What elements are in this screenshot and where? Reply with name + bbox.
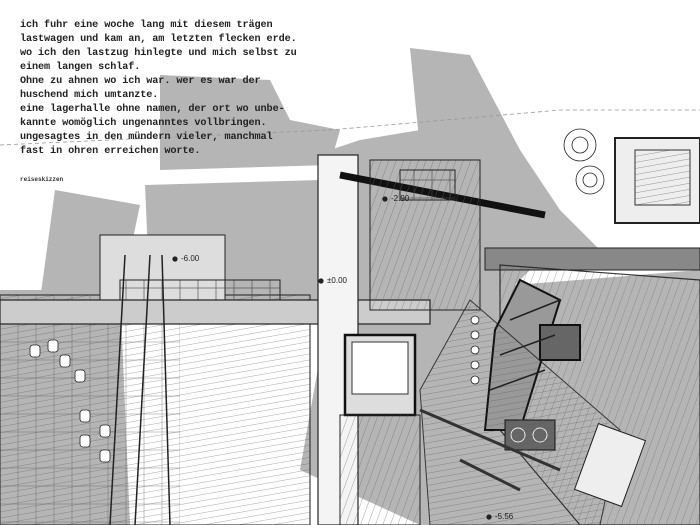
poem-line: fast in ohren erreichen worte. <box>20 146 201 157</box>
dashed-line <box>0 109 700 146</box>
level-marker-icon <box>172 256 178 262</box>
tree-icon <box>563 128 605 195</box>
poem-line: eine lagerhalle ohne namen, der ort wo u… <box>20 104 285 115</box>
level-marker-icon <box>318 278 324 284</box>
level-marker: ±0.00 <box>318 276 347 286</box>
poem-line: ungesagtes in den mündern vieler, manchm… <box>20 132 273 143</box>
poem-line: Ohne zu ahnen wo ich war. wer es war der <box>20 76 261 87</box>
level-marker-icon <box>486 514 492 520</box>
level-value: -6.00 <box>181 254 200 263</box>
poem-line: ich fuhr eine woche lang mit diesem träg… <box>20 20 273 31</box>
level-marker-icon <box>382 196 388 202</box>
poem-line: huschend mich umtanzte. <box>20 90 159 101</box>
level-value: -5.56 <box>495 512 514 521</box>
level-marker: -6.00 <box>172 254 199 264</box>
poem-line: lastwagen und kam an, am letzten flecken… <box>20 34 297 45</box>
level-value: -2.90 <box>391 194 410 203</box>
caption: reiseskizzen <box>20 176 64 183</box>
level-marker: -2.90 <box>382 194 409 204</box>
level-marker: -5.56 <box>486 512 513 522</box>
poem-line: wo ich den lastzug hinlegte und mich sel… <box>20 48 297 59</box>
level-value: ±0.00 <box>327 276 347 285</box>
chairs <box>29 339 111 463</box>
poem-line: einem langen schlaf. <box>20 62 141 73</box>
poem-line: kannte womöglich ungenanntes vollbringen… <box>20 118 267 129</box>
poem-text: ich fuhr eine woche lang mit diesem träg… <box>20 19 297 159</box>
